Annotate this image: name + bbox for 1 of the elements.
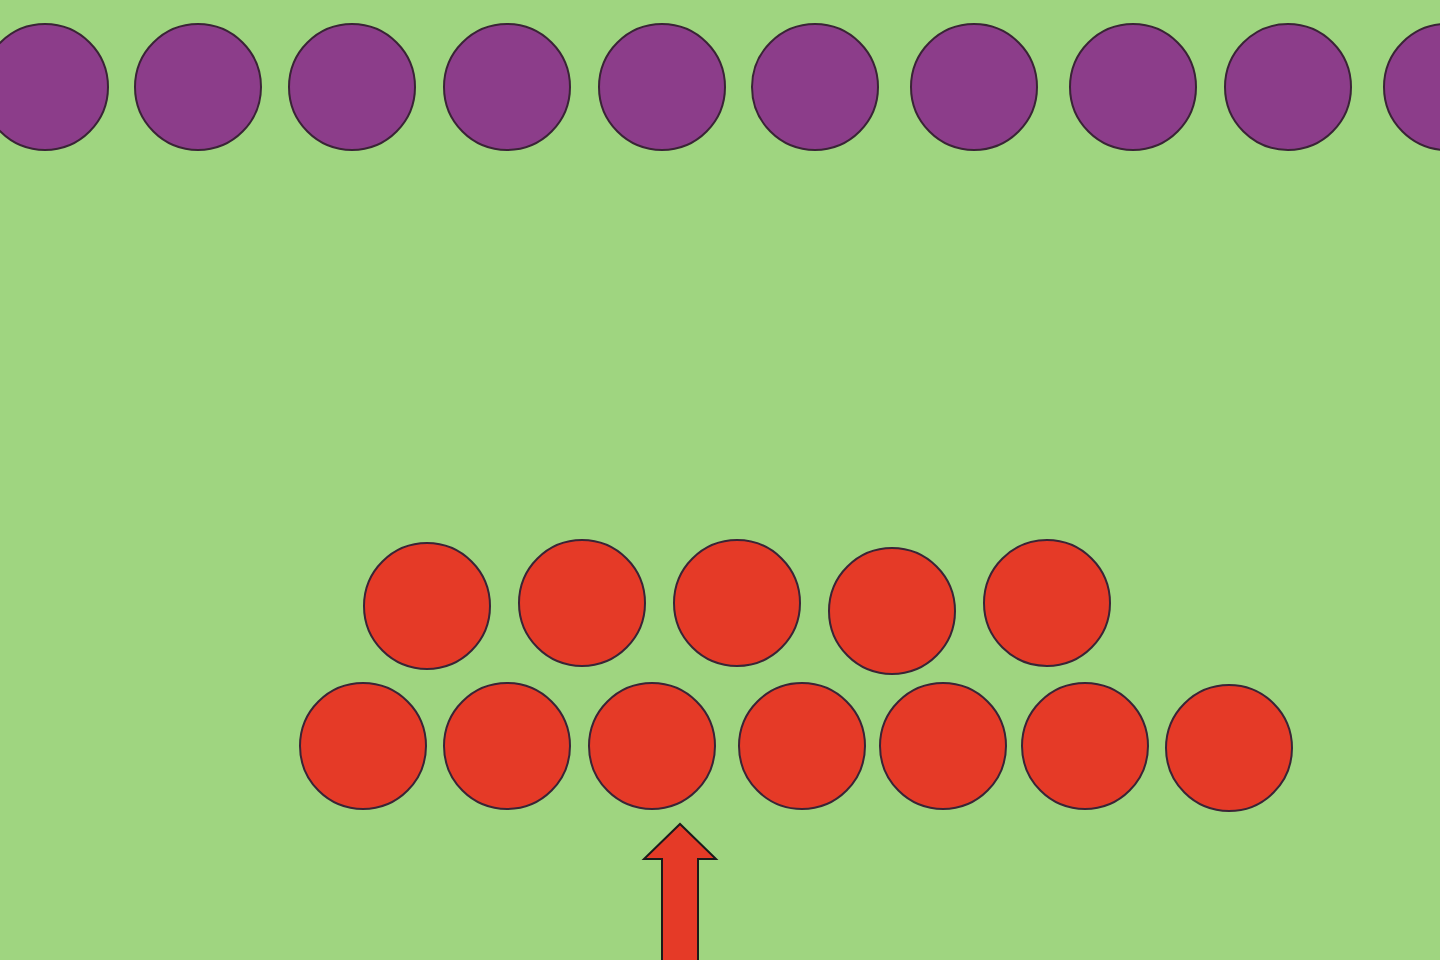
block-arrow: [641, 822, 719, 960]
